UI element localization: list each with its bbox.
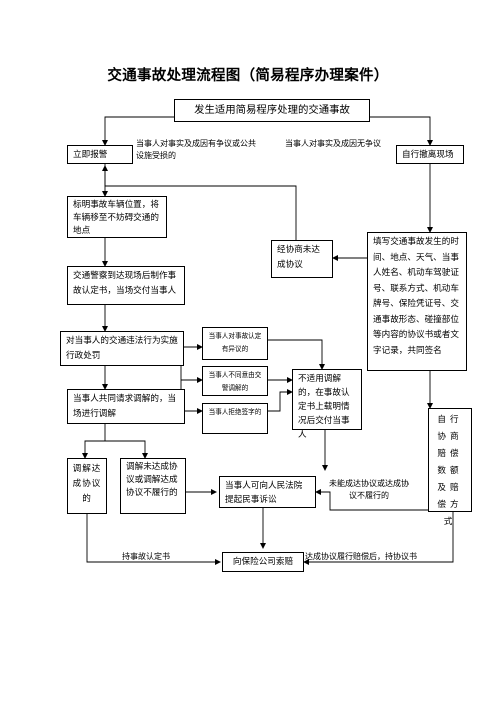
label-hold-agreement: 达成协议履行赔偿后，持协议书 (305, 552, 417, 561)
label-hold-cert: 持事故认定书 (122, 552, 170, 561)
connector-mediate-fail (105, 440, 148, 459)
node-refuse: 当事人拒绝签字的 (202, 403, 268, 434)
node-penalty: 对当事人的交通违法行为实施行政处罚 (60, 331, 184, 366)
node-fill-record: 填写交通事故发生的时间、地点、天气、当事人姓名、机动车驾驶证号、联系方式、机动车… (367, 232, 467, 371)
node-leave: 自行撤离现场 (396, 145, 464, 164)
label-not-reached: 未能成达协议或达成协议不履行的 (329, 479, 409, 500)
connector-mediated-insurer (86, 513, 221, 565)
node-dispute: 当事人对事故认定有异议的 (202, 327, 268, 360)
node-mediated: 调解达成协议的 (67, 458, 107, 514)
page-title: 交通事故处理流程图（简易程序办理案件） (107, 68, 389, 84)
connector-refuse-notapp (268, 389, 293, 412)
label-dispute-facts: 当事人对事实及成因有争议或公共设施受损的 (136, 139, 256, 160)
node-self-compensation: 自行协商赔偿数额及赔偿方式 (428, 408, 472, 527)
node-insurer: 向保险公司索赔 (222, 552, 304, 572)
node-report: 立即报警 (67, 145, 133, 164)
node-mediate-fail: 调解未达成协议或调解达成协议不履行的 (120, 458, 186, 514)
node-mark: 标明事故车辆位置，将车辆移至不妨碍交通的地点 (67, 196, 167, 238)
node-mediate-request: 当事人共同请求调解的，当场进行调解 (67, 389, 185, 424)
connector-start-report (102, 116, 174, 146)
node-police: 交通警察到达现场后制作事故认定书，当场交付当事人 (67, 266, 185, 305)
connector-start-leave (370, 116, 433, 146)
node-lawsuit: 当事人可向人民法院提起民事诉讼 (219, 476, 316, 508)
node-not-applicable: 不适用调解的，在事故认定书上载明情况后交付当事人 (292, 369, 362, 440)
node-negotiate-fail: 经协商未达成协议 (271, 240, 333, 278)
node-disagree: 当事人不同意由交警调解的 (202, 366, 268, 396)
connector-mediate-split (82, 424, 106, 459)
connector-dispute-notapp (268, 339, 325, 370)
label-no-dispute: 当事人对事实及成因无争议 (285, 139, 381, 148)
node-start: 发生适用简易程序处理的交通事故 (174, 99, 370, 122)
connector-negotiate-report (102, 165, 297, 240)
